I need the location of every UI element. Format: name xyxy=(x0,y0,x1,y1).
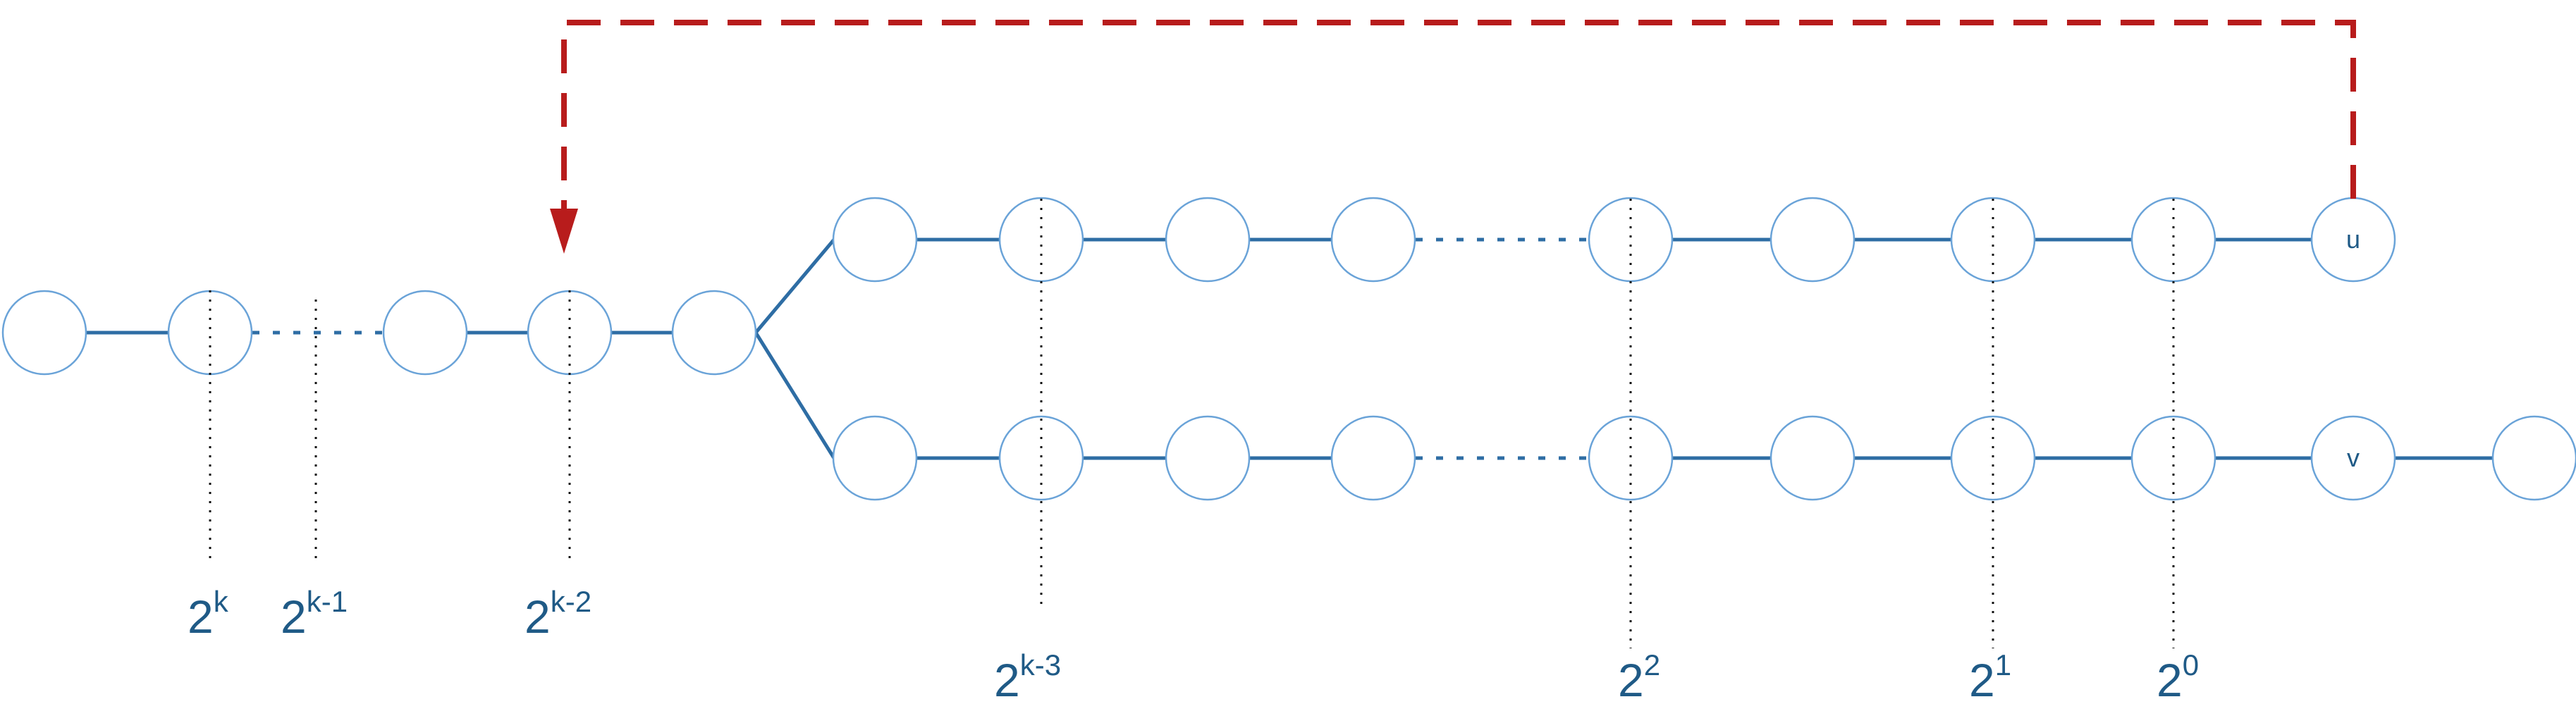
power-base: 2 xyxy=(281,591,307,643)
node xyxy=(527,290,613,376)
power-label-2k-1: 2k-1 xyxy=(281,585,348,643)
power-base: 2 xyxy=(188,591,214,643)
edge-fork-upper xyxy=(754,238,835,334)
power-exponent: 1 xyxy=(1995,648,2011,681)
power-base: 2 xyxy=(2157,654,2183,706)
node xyxy=(832,197,918,283)
node xyxy=(671,290,757,376)
edge-fork-lower xyxy=(754,331,836,459)
power-label-2-0: 20 xyxy=(2157,648,2199,706)
node xyxy=(832,415,918,501)
node xyxy=(2130,415,2216,501)
back-edge-arrow xyxy=(550,20,2356,254)
node-label-v: v xyxy=(2347,443,2360,472)
node xyxy=(2491,415,2576,501)
nodes xyxy=(1,197,2576,501)
node xyxy=(1770,415,1856,501)
node xyxy=(382,290,468,376)
power-label-2k: 2k xyxy=(188,585,229,643)
power-exponent: k-2 xyxy=(551,585,591,618)
node xyxy=(1950,197,2036,283)
node xyxy=(1588,415,1674,501)
power-exponent: 2 xyxy=(1644,648,1660,681)
edges xyxy=(87,237,2492,460)
node xyxy=(1950,415,2036,501)
node-v xyxy=(2310,415,2396,501)
power-label-2k-3: 2k-3 xyxy=(994,648,1061,706)
power-exponent: 0 xyxy=(2183,648,2199,681)
node xyxy=(1770,197,1856,283)
power-base: 2 xyxy=(1969,654,1995,706)
node xyxy=(1,290,87,376)
node xyxy=(2130,197,2216,283)
node xyxy=(1588,197,1674,283)
power-base: 2 xyxy=(525,591,551,643)
node xyxy=(1165,197,1251,283)
node xyxy=(998,197,1084,283)
guides xyxy=(209,199,2175,648)
node xyxy=(1165,415,1251,501)
power-label-2-2: 22 xyxy=(1618,648,1660,706)
power-label-2-1: 21 xyxy=(1969,648,2011,706)
power-exponent: k-3 xyxy=(1020,648,1061,681)
arrow-path xyxy=(561,20,2356,211)
power-exponent: k-1 xyxy=(307,585,348,618)
node xyxy=(1330,415,1416,501)
arrow-head-icon xyxy=(550,209,578,254)
power-base: 2 xyxy=(1618,654,1644,706)
power-base: 2 xyxy=(994,654,1020,706)
power-exponent: k xyxy=(214,585,229,618)
node xyxy=(167,290,253,376)
power-label-2k-2: 2k-2 xyxy=(525,585,591,643)
node xyxy=(998,415,1084,501)
node xyxy=(1330,197,1416,283)
node-label-u: u xyxy=(2346,225,2360,254)
